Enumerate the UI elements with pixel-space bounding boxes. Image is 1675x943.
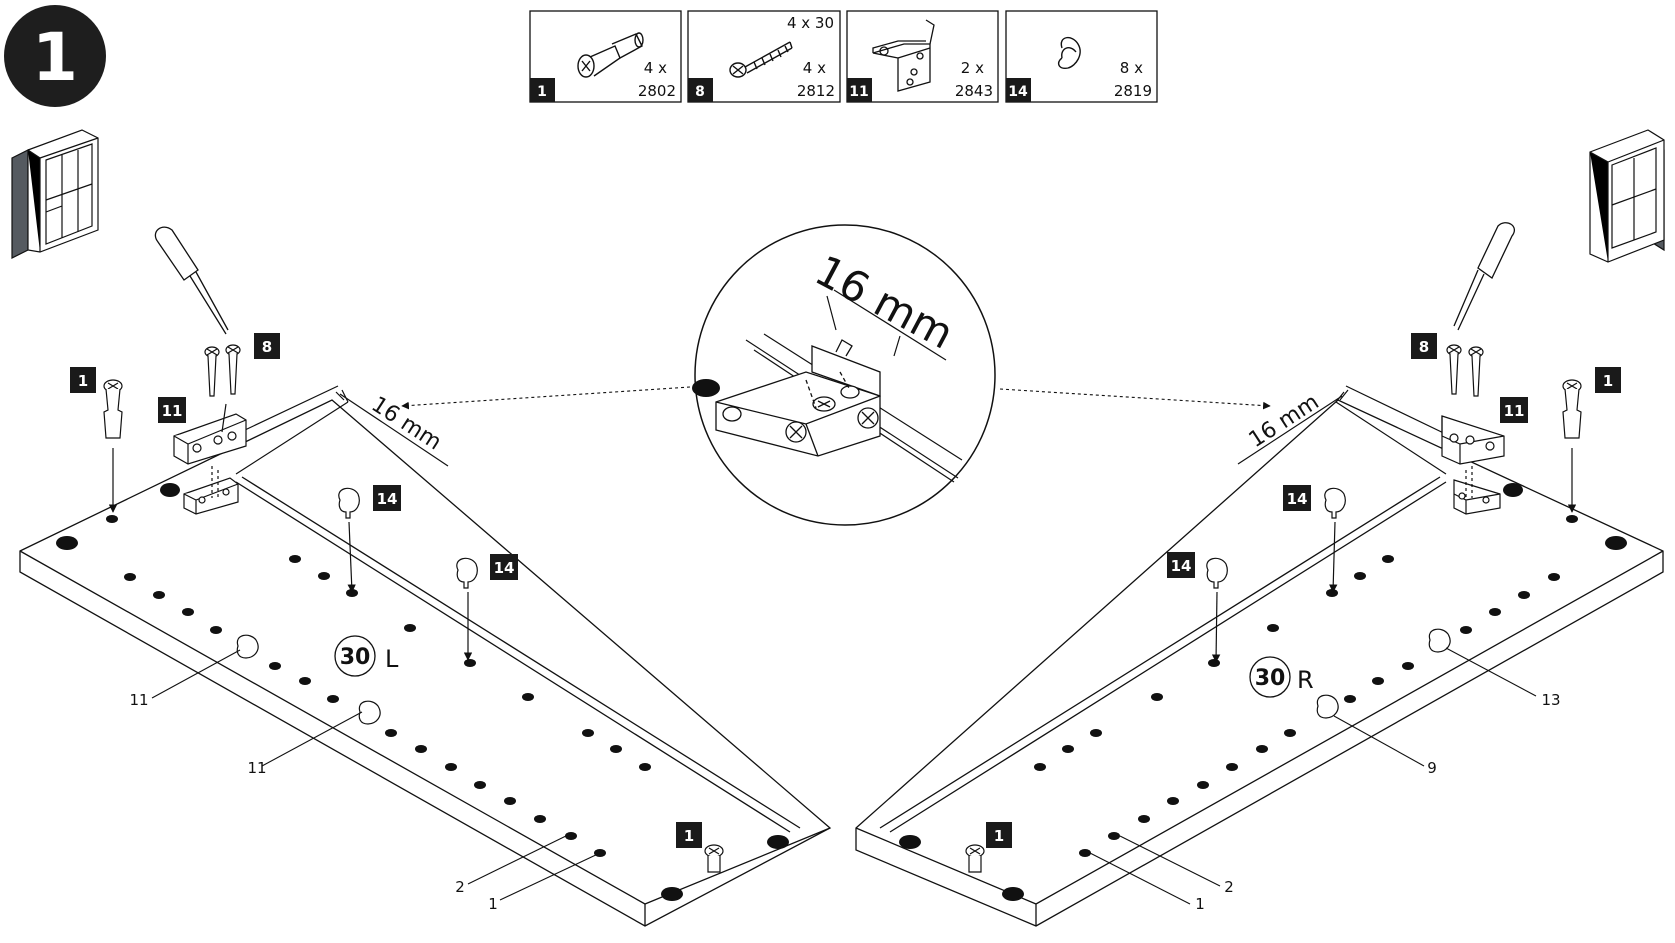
hole-label: 11	[247, 759, 266, 777]
step-badge: 1	[4, 5, 106, 107]
bracket-icon	[183, 466, 239, 515]
bracket-icon	[872, 19, 935, 92]
part-badge: 14	[1287, 490, 1308, 508]
detail-pointers	[401, 386, 1271, 410]
cam-bolt-icon	[1562, 379, 1582, 439]
hole-label: 1	[488, 895, 498, 913]
part-badge: 11	[1504, 402, 1525, 420]
part-badge: 1	[684, 827, 694, 845]
bracket-icon	[1453, 466, 1501, 515]
panel-number: 30	[1255, 666, 1286, 691]
part-badge: 8	[262, 338, 272, 356]
badges-right: 8 1 11 14 14 1	[986, 333, 1621, 848]
part-code: 2802	[638, 82, 676, 100]
cam-bolt-icon	[103, 379, 123, 439]
parts-table	[529, 10, 1158, 103]
part-qty: 4 x	[644, 59, 667, 77]
part-box-8	[687, 10, 841, 103]
shelf-pin-icon	[456, 557, 478, 589]
detail-zoom: 16 mm	[692, 224, 996, 526]
part-qty: 8 x	[1120, 59, 1143, 77]
part-dim: 4 x 30	[787, 14, 834, 32]
cabinet-thumbnail-right	[1589, 129, 1665, 263]
bracket-icon	[1441, 415, 1505, 465]
leader-lines-left	[151, 649, 601, 901]
part-badge: 1	[994, 827, 1004, 845]
panel-side: R	[1297, 666, 1314, 694]
bracket-icon	[715, 339, 881, 457]
part-qty: 2 x	[961, 59, 984, 77]
hole-label: 11	[129, 691, 148, 709]
shelf-pin-guide	[1211, 591, 1221, 663]
part-badge: 8	[695, 84, 705, 100]
hole-label: 2	[1224, 878, 1234, 896]
part-qty: 4 x	[803, 59, 826, 77]
step-number: 1	[32, 19, 78, 96]
screwdriver-icon	[1453, 222, 1515, 331]
cam-bolt-icon	[965, 844, 985, 873]
panel-number: 30	[340, 645, 371, 670]
panel-id-circle	[1249, 656, 1291, 698]
screw-icon	[1446, 344, 1484, 397]
part-code: 2819	[1114, 82, 1152, 100]
part-badge: 14	[377, 490, 398, 508]
part-box-14	[1005, 10, 1158, 103]
shelf-pin-icon	[1206, 557, 1228, 589]
hole-label: 1	[1195, 895, 1205, 913]
shelf-pin-icon	[236, 634, 381, 725]
hole-label: 13	[1541, 691, 1560, 709]
part-code: 2843	[955, 82, 993, 100]
part-code: 2812	[797, 82, 835, 100]
part-box-11	[846, 10, 999, 103]
part-badge: 11	[849, 84, 868, 100]
badges-left: 1 8 11 14 14 1	[70, 333, 702, 848]
bracket-icon	[173, 403, 247, 465]
cam-bolt-icon	[704, 844, 724, 873]
dimension-right	[1237, 385, 1455, 475]
hole-label: 9	[1427, 759, 1437, 777]
screw-icon	[204, 344, 241, 397]
screw-icon	[729, 41, 793, 78]
leader-lines-right	[1089, 647, 1537, 905]
shelf-pin-icon	[338, 487, 360, 519]
part-badge: 1	[537, 84, 547, 100]
panel-id-circle	[334, 635, 376, 677]
part-badge: 14	[1171, 557, 1192, 575]
shelf-pin-icon	[1316, 628, 1451, 719]
shelf-pin-icon	[1324, 487, 1346, 519]
panel-left-holes	[56, 483, 789, 901]
part-badge: 1	[78, 372, 88, 390]
part-badge: 1	[1603, 372, 1613, 390]
shelf-pin-guide	[347, 521, 356, 593]
cabinet-thumbnail-left	[11, 129, 99, 259]
part-badge: 8	[1419, 338, 1429, 356]
part-box-1	[529, 10, 682, 103]
panel-side: L	[385, 645, 399, 673]
shelf-pin-icon	[1057, 37, 1081, 70]
shelf-pin-guide	[1329, 521, 1338, 593]
hole-label: 2	[455, 878, 465, 896]
part-badge: 14	[1008, 84, 1028, 100]
parts-table-labels: 1 4 x 2802 8 4 x 30 4 x 2812 11 2 x 2843…	[537, 14, 1152, 100]
screwdriver-icon	[154, 226, 229, 335]
part-badge: 11	[162, 402, 183, 420]
cam-bolt-icon	[577, 32, 644, 78]
part-badge: 14	[494, 559, 515, 577]
panel-left	[19, 399, 832, 927]
